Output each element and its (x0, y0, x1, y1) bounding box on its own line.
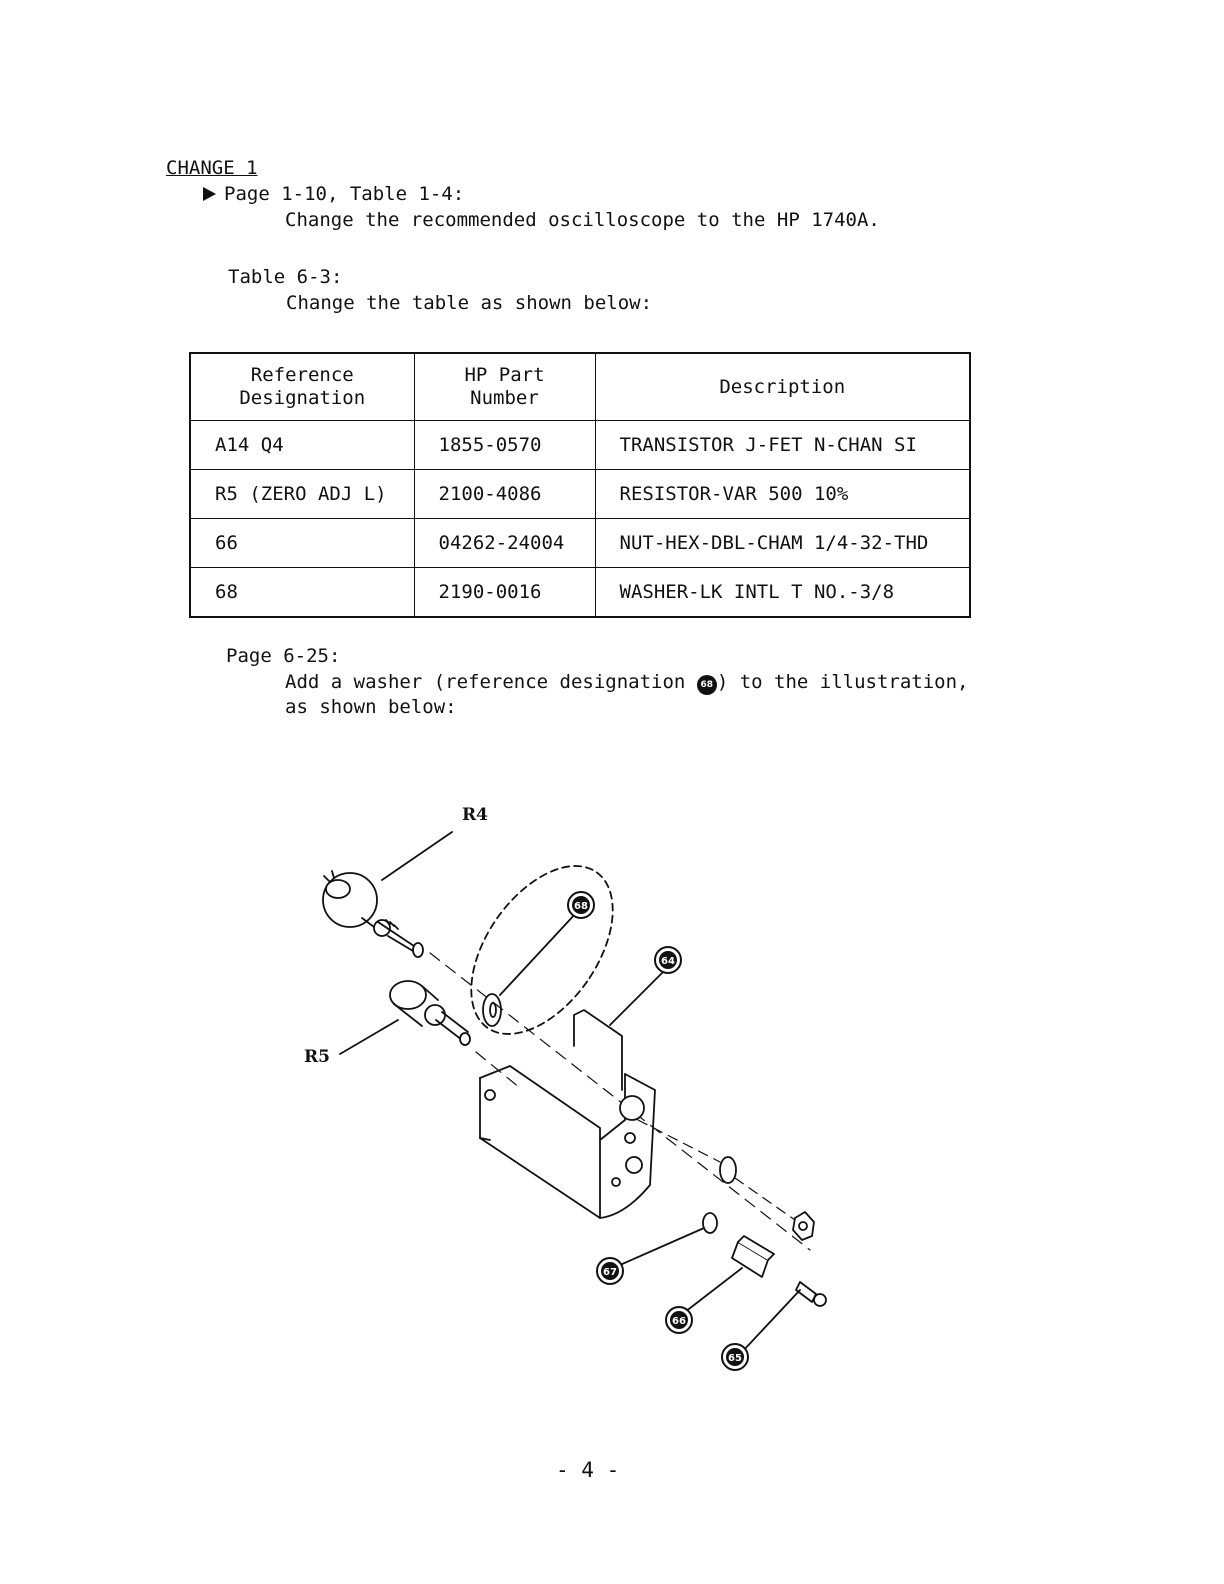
c66-leader-line (684, 1267, 743, 1313)
item-3-location: Page 6-25: (226, 645, 341, 667)
washer-right (719, 1156, 737, 1184)
ref-designation-circle-icon: 68 (696, 675, 717, 695)
page-number: - 4 - (556, 1458, 620, 1482)
change-heading: CHANGE 1 (166, 157, 258, 179)
cell-ref: 68 (189, 567, 415, 618)
exploded-view-illustration: R4 R5 68 64 67 66 65 (304, 805, 827, 1371)
item-1-location-text: Page 1-10, Table 1-4: (224, 183, 465, 205)
r5-potentiometer (389, 980, 471, 1046)
table-row: 68 2190-0016 WASHER-LK INTL T NO.-3/8 (189, 567, 971, 618)
bracket-64 (479, 1009, 656, 1219)
svg-text:64: 64 (661, 956, 675, 967)
cell-part: 1855-0570 (413, 420, 596, 470)
item-3-body-line-2: as shown below: (285, 696, 457, 718)
callout-66: 66 (665, 1306, 693, 1334)
svg-text:67: 67 (603, 1267, 617, 1278)
callout-67: 67 (596, 1257, 624, 1285)
table-row: 66 04262-24004 NUT-HEX-DBL-CHAM 1/4-32-T… (189, 518, 971, 568)
svg-text:65: 65 (728, 1353, 742, 1364)
item-3-body-part-1: Add a washer (reference designation (285, 671, 697, 693)
svg-text:68: 68 (574, 901, 588, 912)
r5-leader-line (339, 1019, 399, 1055)
callout-65: 65 (721, 1343, 749, 1371)
table-row: A14 Q4 1855-0570 TRANSISTOR J-FET N-CHAN… (189, 420, 971, 470)
item-1-location: Page 1-10, Table 1-4: (203, 183, 464, 205)
table-row: R5 (ZERO ADJ L) 2100-4086 RESISTOR-VAR 5… (189, 469, 971, 519)
cell-desc: NUT-HEX-DBL-CHAM 1/4-32-THD (594, 518, 971, 568)
cell-desc: TRANSISTOR J-FET N-CHAN SI (594, 420, 971, 470)
cell-part: 2190-0016 (413, 567, 596, 618)
washer-68 (482, 993, 502, 1027)
cell-ref: 66 (189, 518, 415, 568)
item-2-body: Change the table as shown below: (286, 292, 653, 314)
assembly-axis-line (429, 952, 811, 1251)
washer-67-part (702, 1212, 718, 1234)
cell-part: 04262-24004 (413, 518, 596, 568)
cell-ref: R5 (ZERO ADJ L) (189, 469, 415, 519)
c65-leader-line (741, 1289, 801, 1353)
callout-64: 64 (654, 946, 682, 974)
c64-leader-line (609, 969, 666, 1026)
cell-desc: WASHER-LK INTL T NO.-3/8 (594, 567, 971, 618)
c68-leader-line (499, 911, 578, 996)
hex-nut (792, 1211, 815, 1241)
cell-part: 2100-4086 (413, 469, 596, 519)
item-1-body: Change the recommended oscilloscope to t… (285, 209, 880, 231)
header-description: Description (594, 352, 971, 421)
item-2-location: Table 6-3: (228, 266, 343, 288)
item-3-body-line-1: Add a washer (reference designation 68) … (285, 671, 968, 695)
label-r4: R4 (462, 805, 488, 825)
cell-desc: RESISTOR-VAR 500 10% (594, 469, 971, 519)
washer-highlight-ellipse (470, 865, 614, 1035)
item-3-body-part-2: ) to the illustration, (716, 671, 969, 693)
c67-leader-line (619, 1227, 705, 1266)
screw-65 (795, 1281, 817, 1303)
callout-68: 68 (567, 891, 595, 919)
cell-ref: A14 Q4 (189, 420, 415, 470)
change-marker-icon (203, 187, 216, 201)
svg-text:66: 66 (672, 1316, 686, 1327)
r4-potentiometer (322, 870, 424, 958)
label-r5: R5 (304, 1047, 330, 1067)
r4-leader-line (381, 831, 453, 881)
